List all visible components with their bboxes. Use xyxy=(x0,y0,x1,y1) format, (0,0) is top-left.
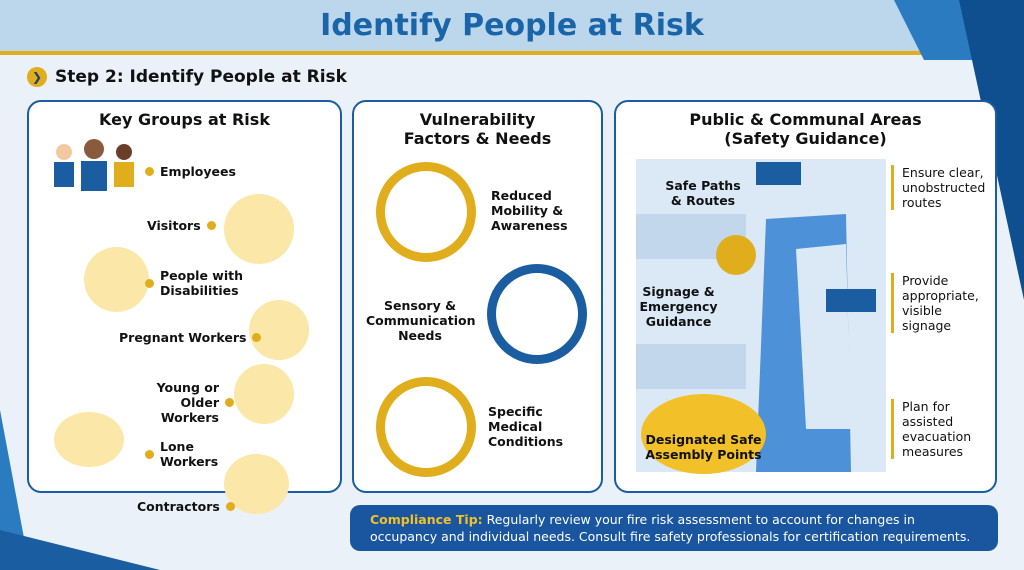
group-disabilities: People with Disabilities xyxy=(145,268,250,298)
step-label: Step 2: Identify People at Risk xyxy=(55,67,347,87)
visitors-illustration xyxy=(224,194,294,264)
factor-sensory: Sensory & Communication Needs xyxy=(366,298,476,343)
assembly-point-badge xyxy=(641,394,766,474)
page-title: Identify People at Risk xyxy=(320,8,704,43)
key-groups-panel: Key Groups at Risk Employees Visitors Pe… xyxy=(27,100,342,514)
tip-text: Regularly review your fire risk assessme… xyxy=(370,512,971,544)
panel-title: Vulnerability Factors & Needs xyxy=(403,110,552,148)
note-signage: Provide appropriate, visible signage xyxy=(891,273,991,333)
group-employees: Employees xyxy=(145,164,236,179)
tip-label: Compliance Tip: xyxy=(370,512,483,527)
group-visitors: Visitors xyxy=(147,218,216,233)
disabilities-illustration xyxy=(84,247,149,312)
factor-medical: Specific Medical Conditions xyxy=(488,404,564,449)
medical-icon xyxy=(376,377,476,477)
sensory-guide-dog-icon xyxy=(487,264,587,364)
note-routes: Ensure clear, unobstructed routes xyxy=(891,165,991,210)
pregnant-illustration xyxy=(249,300,309,360)
clock-brain-icon xyxy=(376,162,476,262)
chevron-right-icon: ❯ xyxy=(27,67,47,87)
bottom-left-decoration xyxy=(0,410,160,570)
note-evacuation: Plan for assisted evacuation measures xyxy=(891,399,991,459)
group-lone: Lone Workers xyxy=(145,439,220,469)
group-contractors: Contractors xyxy=(137,499,235,514)
contractor-illustration xyxy=(224,454,289,514)
compliance-tip: Compliance Tip: Regularly review your fi… xyxy=(350,505,998,551)
header-band: Identify People at Risk xyxy=(0,0,1024,55)
lone-worker-illustration xyxy=(54,412,124,467)
label-signage: Signage & Emergency Guidance xyxy=(639,284,718,329)
panel-title: Key Groups at Risk xyxy=(99,110,270,129)
label-assembly: Designated Safe Assembly Points xyxy=(645,432,762,462)
step-heading: ❯ Step 2: Identify People at Risk xyxy=(27,67,347,87)
young-older-illustration xyxy=(234,364,294,424)
group-pregnant: Pregnant Workers xyxy=(119,330,262,345)
factor-mobility: Reduced Mobility & Awareness xyxy=(491,188,568,233)
public-areas-panel: Public & Communal Areas (Safety Guidance… xyxy=(614,100,997,493)
group-young-older: Young or Older Workers xyxy=(134,380,234,425)
employees-illustration xyxy=(49,137,139,192)
label-safe-paths: Safe Paths & Routes xyxy=(665,178,741,208)
vulnerability-panel: Vulnerability Factors & Needs Reduced Mo… xyxy=(352,100,603,493)
panel-title: Public & Communal Areas (Safety Guidance… xyxy=(689,110,922,148)
